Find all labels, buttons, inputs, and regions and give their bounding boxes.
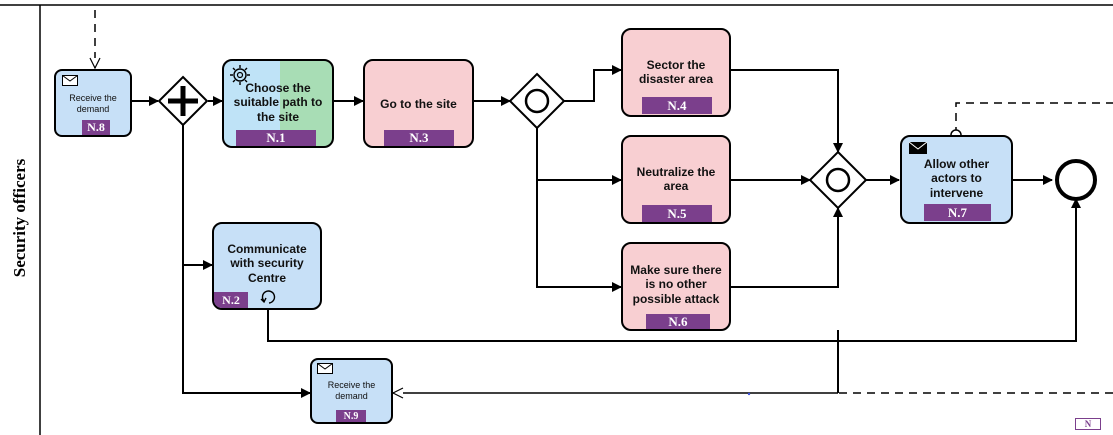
flow-n2-to-end (267, 198, 1081, 342)
task-label: Neutralize the area (636, 165, 716, 194)
task-receive-demand-n9[interactable]: Receive the demand N.9 (310, 358, 393, 424)
task-code: N.1 (236, 130, 316, 146)
plus-icon (168, 86, 198, 116)
task-label: Receive the demand (69, 93, 117, 114)
inclusive-gateway-merge (808, 150, 868, 210)
flow-split-to-n6 (536, 180, 622, 292)
task-label: Receive the demand (327, 380, 376, 401)
message-flow-out (955, 102, 1113, 135)
inclusive-gateway-split (508, 72, 566, 130)
task-check-attack-n6[interactable]: Make sure there is no other possible att… (621, 242, 731, 331)
parallel-gateway (157, 75, 209, 127)
task-communicate-centre-n2[interactable]: Communicate with security Centre N.2 (212, 222, 322, 310)
lane-label: Security officers (0, 0, 40, 435)
flow-gateway-to-n2 (182, 125, 213, 270)
flow-gateway-to-n9 (182, 265, 311, 398)
loop-icon (260, 290, 276, 304)
legend-code-box: N (1075, 418, 1101, 430)
envelope-icon (909, 142, 927, 154)
task-label: Sector the disaster area (638, 58, 714, 87)
task-label: Allow other actors to intervene (923, 157, 990, 200)
task-code: N.7 (924, 204, 991, 221)
task-neutralize-area-n5[interactable]: Neutralize the area N.5 (621, 135, 731, 224)
task-sector-area-n4[interactable]: Sector the disaster area N.4 (621, 28, 731, 117)
end-event (1055, 159, 1097, 201)
connector-dot (747, 392, 751, 396)
envelope-icon (62, 75, 78, 86)
task-code: N.4 (642, 97, 712, 114)
task-label: Make sure there is no other possible att… (630, 263, 722, 306)
envelope-icon (317, 363, 333, 374)
task-label: Choose the suitable path to the site (233, 81, 323, 124)
circle-icon (524, 88, 550, 114)
task-code: N.5 (642, 205, 712, 222)
task-receive-demand-n8[interactable]: Receive the demand N.8 (54, 69, 132, 137)
task-label: Communicate with security Centre (227, 242, 307, 285)
task-go-to-site-n3[interactable]: Go to the site N.3 (363, 59, 474, 148)
flow-n6-to-merge (731, 207, 843, 288)
task-code: N.2 (214, 292, 248, 308)
gear-icon (230, 65, 250, 85)
task-label: Go to the site (380, 97, 457, 111)
flow-n4-to-merge (731, 69, 843, 153)
task-code: N.6 (646, 314, 710, 329)
task-code: N.9 (336, 410, 366, 422)
task-choose-path-n1[interactable]: Choose the suitable path to the site N.1 (222, 59, 334, 148)
flow-split-to-n5 (536, 128, 622, 185)
lane-label-text: Security officers (10, 158, 30, 277)
circle-icon (825, 167, 851, 193)
task-code: N.8 (82, 120, 110, 135)
flow-split-to-n4 (563, 65, 622, 102)
task-code: N.3 (384, 130, 454, 146)
task-allow-actors-n7[interactable]: Allow other actors to intervene N.7 (900, 135, 1013, 224)
